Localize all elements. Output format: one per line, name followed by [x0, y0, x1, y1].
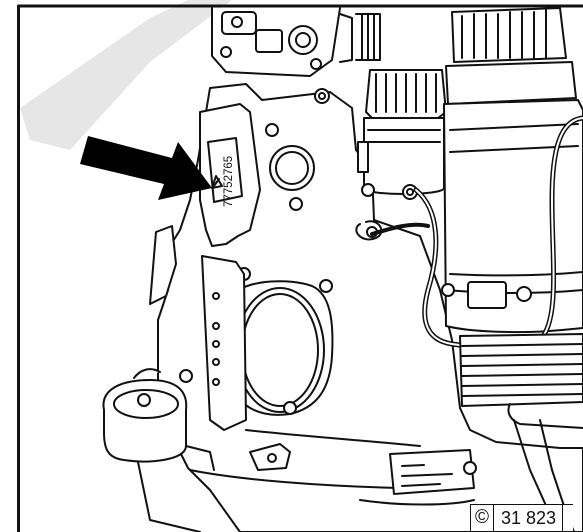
data-plate — [359, 449, 477, 506]
oil-cooler — [459, 333, 583, 532]
illustration-border — [17, 4, 583, 532]
figure-number: 31 823 — [494, 505, 564, 531]
fuel-filter-large — [441, 7, 583, 334]
engine-mount — [102, 225, 215, 532]
timing-cover — [157, 83, 583, 532]
figure-reference: © 31 823 — [470, 504, 574, 532]
copyright-symbol: © — [471, 505, 494, 531]
warning-triangle-icon — [211, 175, 223, 189]
fuel-filter-small — [355, 69, 447, 241]
black-arrow-icon — [80, 136, 212, 200]
top-pump-housing — [211, 7, 381, 77]
grey-arrow-watermark-icon — [20, 0, 232, 150]
part-marking: 77752765 — [223, 156, 235, 207]
figure-reference-tail — [563, 505, 573, 531]
